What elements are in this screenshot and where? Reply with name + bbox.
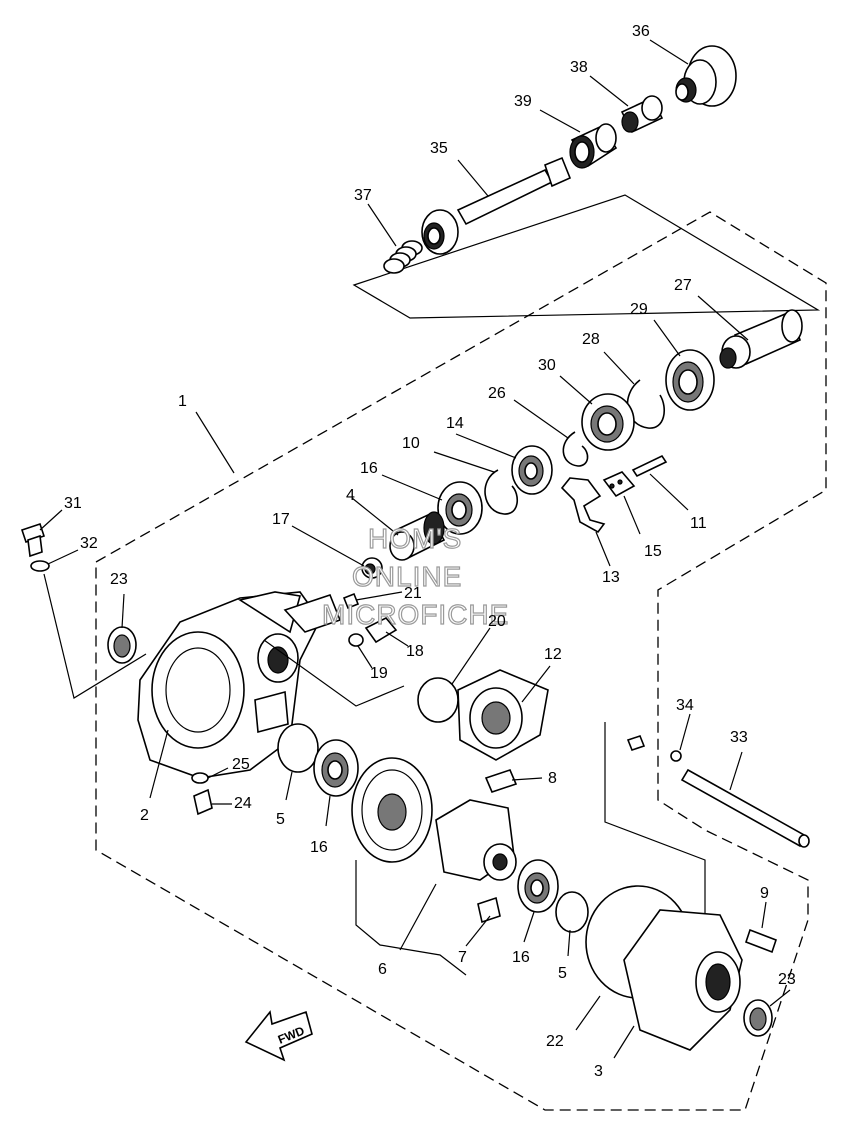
part-label: 1 [178, 393, 187, 410]
pin-group-bracket [604, 722, 706, 948]
part-38-sleeve [620, 95, 664, 134]
part-16-bearing-left [313, 739, 359, 797]
leader-lines [39, 39, 791, 1059]
watermark: HOM'S ONLINE MICROFICHE [321, 522, 509, 630]
part-label: 10 [402, 435, 420, 452]
part-label: 28 [582, 331, 600, 348]
part-label: 29 [630, 301, 648, 318]
part-33-shaft [680, 768, 810, 848]
part-6-differential-case [435, 799, 517, 881]
part-label: 16 [310, 839, 328, 856]
part-35-drive-shaft [421, 156, 572, 255]
part-label: 2 [140, 807, 149, 824]
part-31-bolt [20, 522, 46, 558]
part-label: 13 [602, 569, 620, 586]
part-23-oil-seal-right [743, 999, 773, 1037]
part-2-gear-case [137, 591, 342, 779]
part-label: 31 [64, 495, 82, 512]
part-15-block [602, 471, 636, 498]
part-16-bearing-right [517, 859, 559, 913]
part-label: 17 [272, 511, 290, 528]
part-label: 36 [632, 23, 650, 40]
part-21-plug [342, 592, 360, 610]
part-16-bearing-upper [437, 481, 483, 535]
svg-text:ONLINE: ONLINE [352, 561, 462, 592]
part-label: 19 [370, 665, 388, 682]
part-37-spring [383, 240, 423, 274]
part-5-shim-right [555, 891, 589, 933]
part-23-oil-seal-left [107, 626, 137, 664]
part-8-bolt [484, 769, 518, 793]
fwd-arrow-icon: FWD [244, 1010, 313, 1062]
svg-text:MICROFICHE: MICROFICHE [322, 599, 509, 630]
part-39-boot [569, 123, 618, 169]
part-label: 39 [514, 93, 532, 110]
part-17-collar [361, 557, 383, 579]
part-label: 15 [644, 543, 662, 560]
part-4-pinion-gear [389, 511, 446, 561]
part-10-circlip [484, 469, 519, 515]
part-24-bolt [193, 788, 213, 816]
part-20-o-ring [417, 677, 459, 723]
part-label: 4 [346, 487, 355, 504]
part-9-bolt [744, 928, 778, 954]
part-label: 33 [730, 729, 748, 746]
part-label: 7 [458, 949, 467, 966]
part-28-circlip [626, 379, 666, 429]
part-label: 30 [538, 357, 556, 374]
part-label: 27 [674, 277, 692, 294]
part-11-pin [631, 454, 668, 478]
part-label: 34 [676, 697, 694, 714]
part-12-motor [457, 669, 549, 761]
part-18-switch [364, 617, 398, 644]
part-label: 23 [110, 571, 128, 588]
part-label: 16 [360, 460, 378, 477]
svg-text:HOM'S: HOM'S [368, 523, 462, 554]
part-label: 22 [546, 1033, 564, 1050]
part-26-circlip [562, 431, 589, 467]
part-label: 6 [378, 961, 387, 978]
part-13-lever [560, 477, 606, 534]
part-label: 24 [234, 795, 252, 812]
part-29-bearing [665, 349, 715, 411]
part-5-shim-left [277, 723, 319, 773]
part-27-coupling [719, 309, 803, 369]
assembly-dashed-outline [95, 211, 827, 1111]
part-32-washer [30, 560, 50, 572]
part-label: 18 [406, 643, 424, 660]
part-14-gear [511, 445, 553, 495]
part-label: 26 [488, 385, 506, 402]
part-number-labels: 1 2 3 4 5 5 6 7 8 9 10 11 12 13 14 15 16… [64, 23, 796, 1080]
part-25-washer [191, 772, 209, 784]
part-label: 5 [558, 965, 567, 982]
part-label: 21 [404, 585, 422, 602]
part-label: 20 [488, 613, 506, 630]
part-34-clip [626, 735, 682, 762]
shaft-group-outline [352, 194, 821, 319]
part-label: 14 [446, 415, 464, 432]
part-label: 11 [690, 515, 707, 532]
part-36-bearing-housing [675, 45, 737, 107]
part-6-ring-gear [351, 757, 433, 863]
part-7-bolt [477, 896, 501, 924]
part-label: 12 [544, 646, 562, 663]
part-label: 38 [570, 59, 588, 76]
part-label: 16 [512, 949, 530, 966]
part-label: 32 [80, 535, 98, 552]
part-label: 35 [430, 140, 448, 157]
part-label: 37 [354, 187, 372, 204]
part-label: 5 [276, 811, 285, 828]
part-3-gear-cover [623, 909, 743, 1051]
part-label: 8 [548, 770, 557, 787]
part-label: 3 [594, 1063, 603, 1080]
part-19-washer [348, 633, 364, 647]
part-label: 23 [778, 971, 796, 988]
part-label: 25 [232, 756, 250, 773]
part-label: 9 [760, 885, 769, 902]
part-30-bearing [581, 393, 635, 451]
